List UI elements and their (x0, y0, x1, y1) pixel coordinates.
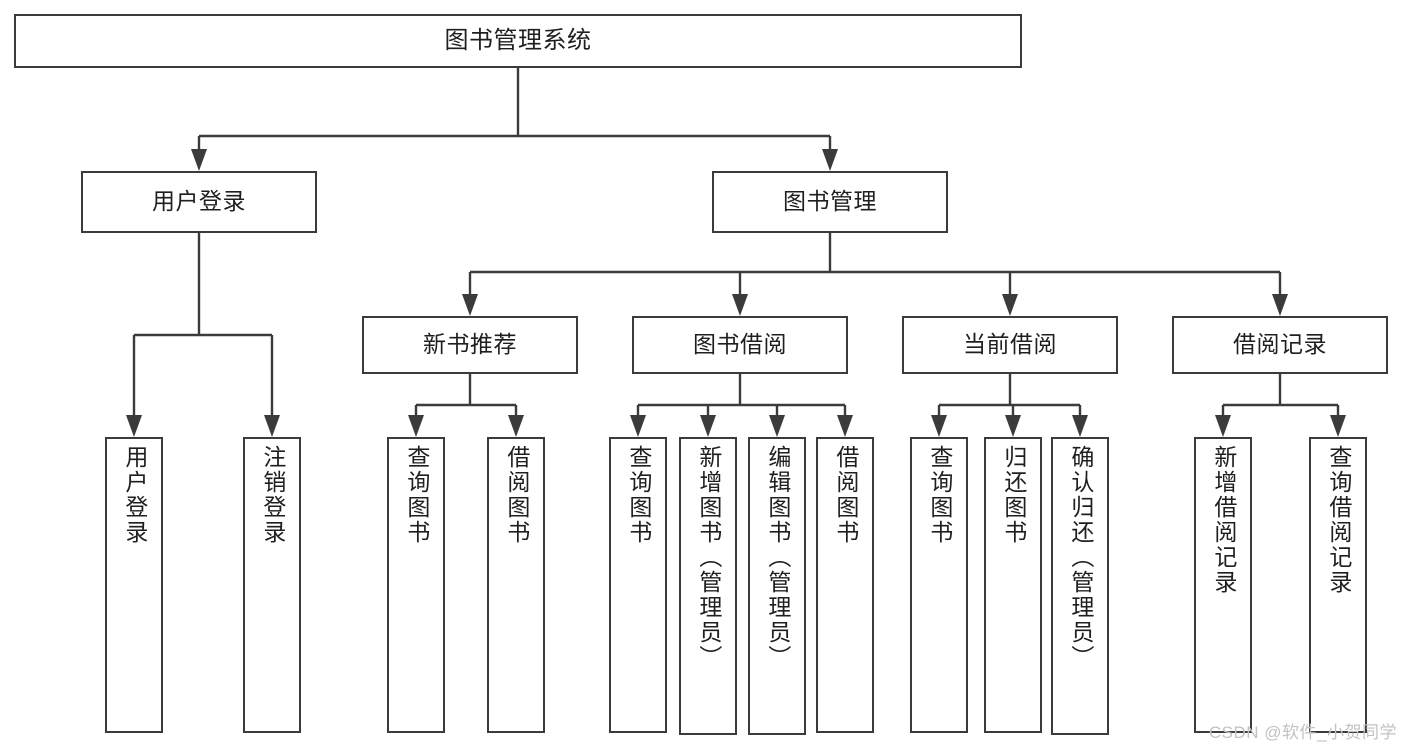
node-leaf-borrow-book-2[interactable]: 借阅图书 (816, 437, 874, 733)
node-leaf-user-login[interactable]: 用户登录 (105, 437, 163, 733)
node-leaf-return-book[interactable]: 归还图书 (984, 437, 1042, 733)
node-label-leaf-query-book-2: 查询图书 (625, 445, 652, 545)
edge-arrow-book-manage-new-book-rec (462, 294, 478, 316)
node-book-borrow[interactable]: 图书借阅 (632, 316, 848, 374)
node-label-leaf-add-book: 新增图书（管理员） (695, 445, 722, 670)
node-book-manage[interactable]: 图书管理 (712, 171, 948, 233)
edge-arrow-book-manage-book-borrow (732, 294, 748, 316)
edge-arrow-borrow-record-leaf-add-record (1215, 415, 1231, 437)
node-new-book-rec[interactable]: 新书推荐 (362, 316, 578, 374)
node-borrow-record[interactable]: 借阅记录 (1172, 316, 1388, 374)
node-leaf-add-book[interactable]: 新增图书（管理员） (679, 437, 737, 735)
node-label-current-borrow: 当前借阅 (963, 331, 1057, 358)
node-label-leaf-add-record: 新增借阅记录 (1210, 445, 1237, 595)
node-leaf-query-record[interactable]: 查询借阅记录 (1309, 437, 1367, 733)
edge-arrow-book-borrow-leaf-borrow-book-2 (837, 415, 853, 437)
edge-arrow-book-manage-borrow-record (1272, 294, 1288, 316)
node-leaf-borrow-book-1[interactable]: 借阅图书 (487, 437, 545, 733)
edge-arrow-borrow-record-leaf-query-record (1330, 415, 1346, 437)
node-label-leaf-borrow-book-1: 借阅图书 (503, 445, 530, 545)
node-leaf-logout[interactable]: 注销登录 (243, 437, 301, 733)
node-leaf-edit-book[interactable]: 编辑图书（管理员） (748, 437, 806, 735)
node-label-borrow-record: 借阅记录 (1233, 331, 1327, 358)
node-label-root: 图书管理系统 (444, 26, 592, 54)
edge-arrow-book-borrow-leaf-query-book-2 (630, 415, 646, 437)
node-label-leaf-edit-book: 编辑图书（管理员） (764, 445, 791, 670)
edge-arrow-book-borrow-leaf-edit-book (769, 415, 785, 437)
node-root[interactable]: 图书管理系统 (14, 14, 1022, 68)
edge-arrow-root-book-manage (822, 149, 838, 171)
edge-arrow-book-manage-current-borrow (1002, 294, 1018, 316)
node-label-leaf-query-book-1: 查询图书 (403, 445, 430, 545)
node-current-borrow[interactable]: 当前借阅 (902, 316, 1118, 374)
node-leaf-query-book-1[interactable]: 查询图书 (387, 437, 445, 733)
node-leaf-confirm-return[interactable]: 确认归还（管理员） (1051, 437, 1109, 735)
edge-arrow-current-borrow-leaf-return-book (1005, 415, 1021, 437)
edge-arrow-new-book-rec-leaf-borrow-book-1 (508, 415, 524, 437)
node-label-leaf-borrow-book-2: 借阅图书 (832, 445, 859, 545)
node-leaf-query-book-3[interactable]: 查询图书 (910, 437, 968, 733)
node-label-leaf-return-book: 归还图书 (1000, 445, 1027, 545)
edge-arrow-new-book-rec-leaf-query-book-1 (408, 415, 424, 437)
node-label-book-manage: 图书管理 (783, 188, 877, 215)
edge-arrow-root-user-login (191, 149, 207, 171)
edge-arrow-current-borrow-leaf-query-book-3 (931, 415, 947, 437)
node-label-leaf-user-login: 用户登录 (121, 445, 148, 545)
edge-arrow-user-login-leaf-user-login (126, 415, 142, 437)
node-label-leaf-logout: 注销登录 (259, 445, 286, 545)
node-label-leaf-query-record: 查询借阅记录 (1325, 445, 1352, 595)
csdn-watermark: CSDN @软件_小贺同学 (1208, 723, 1397, 742)
node-label-leaf-query-book-3: 查询图书 (926, 445, 953, 545)
edge-arrow-current-borrow-leaf-confirm-return (1072, 415, 1088, 437)
node-label-new-book-rec: 新书推荐 (423, 331, 517, 358)
node-label-leaf-confirm-return: 确认归还（管理员） (1067, 445, 1094, 670)
node-label-user-login: 用户登录 (152, 188, 246, 215)
edge-arrow-user-login-leaf-logout (264, 415, 280, 437)
node-leaf-add-record[interactable]: 新增借阅记录 (1194, 437, 1252, 733)
node-leaf-query-book-2[interactable]: 查询图书 (609, 437, 667, 733)
node-label-book-borrow: 图书借阅 (693, 331, 787, 358)
edge-arrow-book-borrow-leaf-add-book (700, 415, 716, 437)
node-user-login[interactable]: 用户登录 (81, 171, 317, 233)
